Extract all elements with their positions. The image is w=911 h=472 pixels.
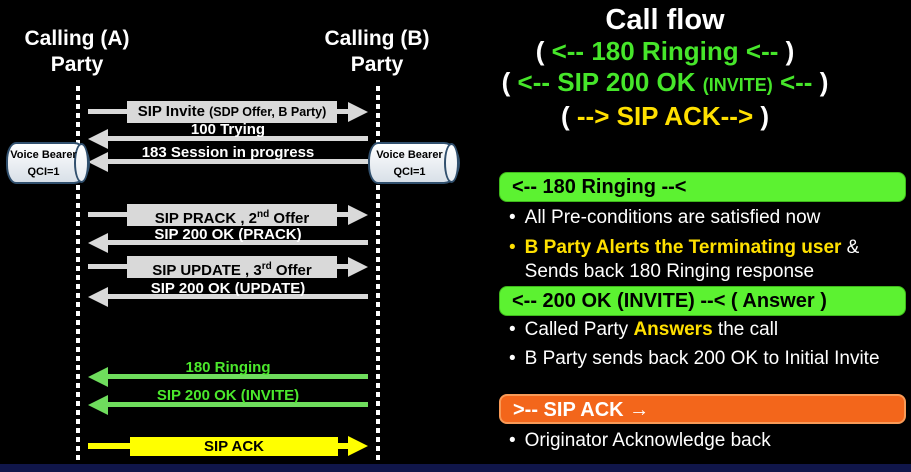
party-b-label: Calling (B) Party	[292, 26, 462, 79]
arrowhead-left-icon	[88, 367, 108, 387]
bullet-alerts-line2: Sends back 180 Ringing response	[524, 261, 815, 282]
session-progress-label: 183 Session in progress	[141, 144, 315, 161]
bullet-answers-pre: Called Party	[524, 319, 634, 340]
party-a-label: Calling (A) Party	[0, 26, 162, 79]
voice-bearer-left-line1: Voice Bearer	[10, 149, 77, 161]
arrowhead-right-icon	[348, 257, 368, 277]
bullet-preconditions-text: All Pre-conditions are satisfied now	[524, 207, 821, 228]
arrowhead-left-icon	[88, 233, 108, 253]
session-progress-arrow	[88, 152, 368, 172]
party-a-line2: Party	[50, 53, 104, 77]
trying-label: 100 Trying	[190, 121, 266, 138]
arrowhead-right-icon	[348, 205, 368, 225]
page-title: Call flow	[605, 4, 725, 36]
bullet-dot-icon: •	[509, 207, 516, 228]
ringing-arrow	[88, 367, 368, 387]
bullet-b-party-alerts: • B Party Alerts the Terminating user & …	[509, 236, 907, 284]
cylinder-rim-icon	[74, 143, 89, 183]
bullet-called-party-answers: • Called Party Answers the call	[509, 318, 907, 342]
banner-sip-ack: >-- SIP ACK →	[499, 394, 906, 424]
arrow-shaft	[106, 240, 368, 245]
paren-open: (	[535, 36, 552, 66]
ok-invite-label: SIP 200 OK (INVITE)	[156, 387, 300, 404]
bottom-bar	[0, 464, 911, 472]
sip-prack-post: Offer	[269, 210, 310, 227]
bullet-dot-icon: •	[509, 237, 516, 258]
banner-200-ok-answer: <-- 200 OK (INVITE) --< ( Answer )	[499, 286, 906, 316]
sip-prack-ordinal: nd	[257, 209, 270, 220]
ok-update-label: SIP 200 OK (UPDATE)	[150, 280, 306, 297]
arrow-shaft	[106, 402, 368, 407]
panel-title-block: Call flow ( <-- 180 Ringing <-- ) ( <-- …	[430, 4, 900, 132]
bullet-alerts-rest: &	[841, 237, 860, 258]
bullet-b-party-sends-200ok: • B Party sends back 200 OK to Initial I…	[509, 347, 907, 371]
ok-invite-arrow	[88, 395, 368, 415]
subtitle-line-ringing: ( <-- 180 Ringing <-- )	[430, 36, 900, 67]
arrowhead-right-icon	[348, 102, 368, 122]
arrow-shaft	[106, 294, 368, 299]
bullet-dot-icon: •	[509, 319, 516, 340]
paren-close: )	[753, 101, 770, 131]
party-a-line1: Calling (A)	[24, 27, 130, 50]
sip-invite-main: SIP Invite	[137, 103, 210, 120]
bullet-answers-highlight: Answers	[633, 319, 713, 340]
ringing-label: 180 Ringing	[185, 359, 271, 376]
party-b-line2: Party	[350, 53, 404, 77]
bullet-answers-post: the call	[712, 319, 779, 340]
sip-invite-sub: (SDP Offer, B Party)	[209, 105, 327, 119]
ok-prack-label: SIP 200 OK (PRACK)	[154, 226, 302, 243]
paren-open: (	[560, 101, 577, 131]
ok-update-arrow	[88, 287, 368, 307]
subtitle-200ok-invite: (INVITE)	[702, 75, 773, 95]
voice-bearer-left-text: Voice Bearer QCI=1	[8, 144, 88, 181]
paren-close: )	[778, 36, 795, 66]
bullet-dot-icon: •	[509, 430, 516, 451]
voice-bearer-left-line2: QCI=1	[27, 166, 60, 179]
ok-prack-arrow	[88, 233, 368, 253]
lifeline-b	[376, 86, 380, 464]
arrowhead-left-icon	[88, 395, 108, 415]
party-b-line1: Calling (B)	[324, 27, 430, 50]
bullet-preconditions: • All Pre-conditions are satisfied now	[509, 206, 907, 230]
sip-update-pre: SIP UPDATE , 3	[152, 262, 262, 279]
subtitle-ack-text: --> SIP ACK-->	[576, 101, 754, 131]
subtitle-ringing-text: <-- 180 Ringing <--	[551, 36, 779, 66]
sip-prack-pre: SIP PRACK , 2	[154, 210, 258, 227]
cylinder-rim-icon	[444, 143, 459, 183]
subtitle-line-ack: ( --> SIP ACK--> )	[430, 101, 900, 132]
subtitle-200ok-arrow: <--	[772, 67, 820, 97]
voice-bearer-left: Voice Bearer QCI=1	[6, 142, 90, 184]
voice-bearer-right-text: Voice Bearer QCI=1	[370, 144, 458, 181]
subtitle-200ok-text: <-- SIP 200 OK	[517, 67, 703, 97]
lifeline-a	[76, 86, 80, 464]
subtitle-line-200ok: ( <-- SIP 200 OK (INVITE) <-- )	[430, 67, 900, 101]
voice-bearer-right-line1: Voice Bearer	[376, 149, 443, 161]
bullet-b-party-sends-text: B Party sends back 200 OK to Initial Inv…	[524, 348, 880, 369]
sip-update-ordinal: rd	[261, 261, 272, 272]
sip-update-label: SIP UPDATE , 3rd Offer	[127, 256, 337, 279]
bullet-originator-ack-text: Originator Acknowledge back	[524, 430, 771, 451]
arrowhead-left-icon	[88, 129, 108, 149]
paren-close: )	[819, 67, 829, 97]
bullet-originator-ack: • Originator Acknowledge back	[509, 429, 907, 453]
arrow-shaft	[106, 136, 368, 141]
sip-invite-label: SIP Invite (SDP Offer, B Party)	[127, 101, 337, 123]
arrowhead-left-icon	[88, 287, 108, 307]
sip-prack-label: SIP PRACK , 2nd Offer	[127, 204, 337, 227]
paren-open: (	[501, 67, 518, 97]
arrow-shaft	[106, 159, 368, 164]
bullet-alerts-highlight: B Party Alerts the Terminating user	[524, 237, 842, 258]
trying-arrow	[88, 129, 368, 149]
arrow-shaft	[106, 374, 368, 379]
arrowhead-right-icon	[348, 436, 368, 456]
voice-bearer-right: Voice Bearer QCI=1	[368, 142, 460, 184]
sip-update-post: Offer	[271, 262, 312, 279]
arrowhead-left-icon	[88, 152, 108, 172]
bullet-b-party-alerts-content: B Party Alerts the Terminating user & Se…	[525, 236, 860, 284]
bullet-answers-content: Called Party Answers the call	[525, 318, 778, 342]
bullet-dot-icon: •	[509, 348, 516, 369]
sip-ack-label: SIP ACK	[130, 437, 338, 456]
banner-180-ringing: <-- 180 Ringing --<	[499, 172, 906, 202]
voice-bearer-right-line2: QCI=1	[393, 166, 426, 179]
